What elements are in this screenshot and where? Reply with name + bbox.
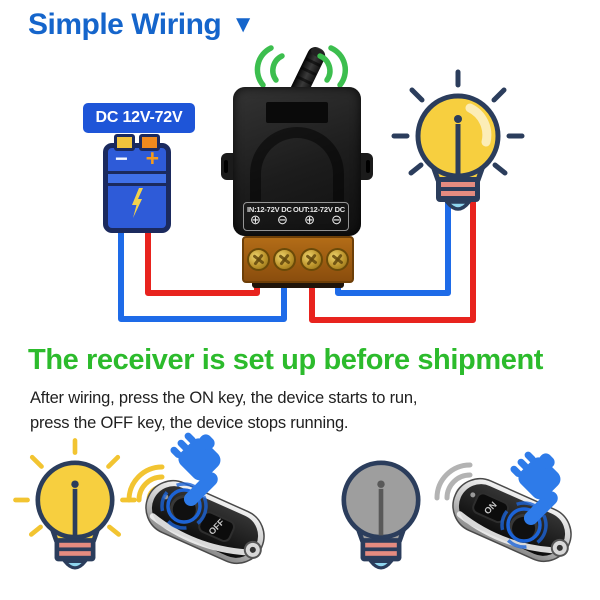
scene-off: ON [341,451,572,570]
screw-plus-icon: ⊕ [250,212,261,227]
mounting-ear-left [221,153,235,180]
page-title: Simple Wiring ▼ [28,8,255,42]
remote-control: OFF [145,480,265,564]
signal-waves-icon [254,45,349,88]
battery-terminal-negative [114,134,135,151]
press-ripple [500,501,548,549]
device-label-window [266,102,328,123]
input-voltage-label: IN:12-72V DC [247,205,292,214]
wire-battery-positive [145,226,260,296]
battery-terminal-positive [139,134,160,151]
bulb-off-icon [341,460,421,570]
wire-battery-negative [118,226,287,322]
scene-on: OFF [13,432,265,570]
caption-heading: The receiver is set up before shipment [28,344,544,376]
screw-plus-icon: ⊕ [304,212,315,227]
terminal-block-base [252,282,344,288]
mounting-ear-right [359,153,373,180]
lightning-icon [132,187,143,218]
hand-cursor-icon [170,432,221,507]
output-voltage-label: OUT:12-72V DC [293,205,345,214]
receiver-device: IN:12-72V DC OUT:12-72V DC ⊕ ⊖ ⊕ ⊖ [233,87,361,236]
terminal-screw[interactable] [299,248,323,271]
page-title-text: Simple Wiring [28,8,222,41]
battery-icon: − + [103,134,171,233]
screw-minus-icon: ⊖ [277,212,288,227]
bulb-on-rays [13,438,137,537]
press-ripple [160,482,208,530]
terminal-screw[interactable] [247,248,270,271]
device-arch-detail [250,127,344,201]
minus-sign: − [115,146,128,171]
caption-line-1: After wiring, press the ON key, the devi… [30,389,418,407]
remote-control: ON [452,478,572,562]
terminal-screw[interactable] [325,248,349,271]
antenna-icon [289,47,326,100]
terminal-label-panel: IN:12-72V DC OUT:12-72V DC ⊕ ⊖ ⊕ ⊖ [243,202,349,231]
down-triangle-icon: ▼ [231,11,255,38]
caption-line-2: press the OFF key, the device stops runn… [30,414,349,432]
terminal-screw[interactable] [273,248,297,271]
terminal-block [242,236,354,283]
remote-led [470,492,476,498]
bulb-rays [391,69,525,176]
wire-load-positive [309,200,476,323]
screw-minus-icon: ⊖ [331,212,342,227]
bulb-wired-icon [391,69,525,211]
plus-sign: + [145,145,159,171]
hand-cursor-icon [510,451,561,526]
voltage-badge: DC 12V-72V [83,103,195,133]
bulb-on-icon [13,438,137,570]
